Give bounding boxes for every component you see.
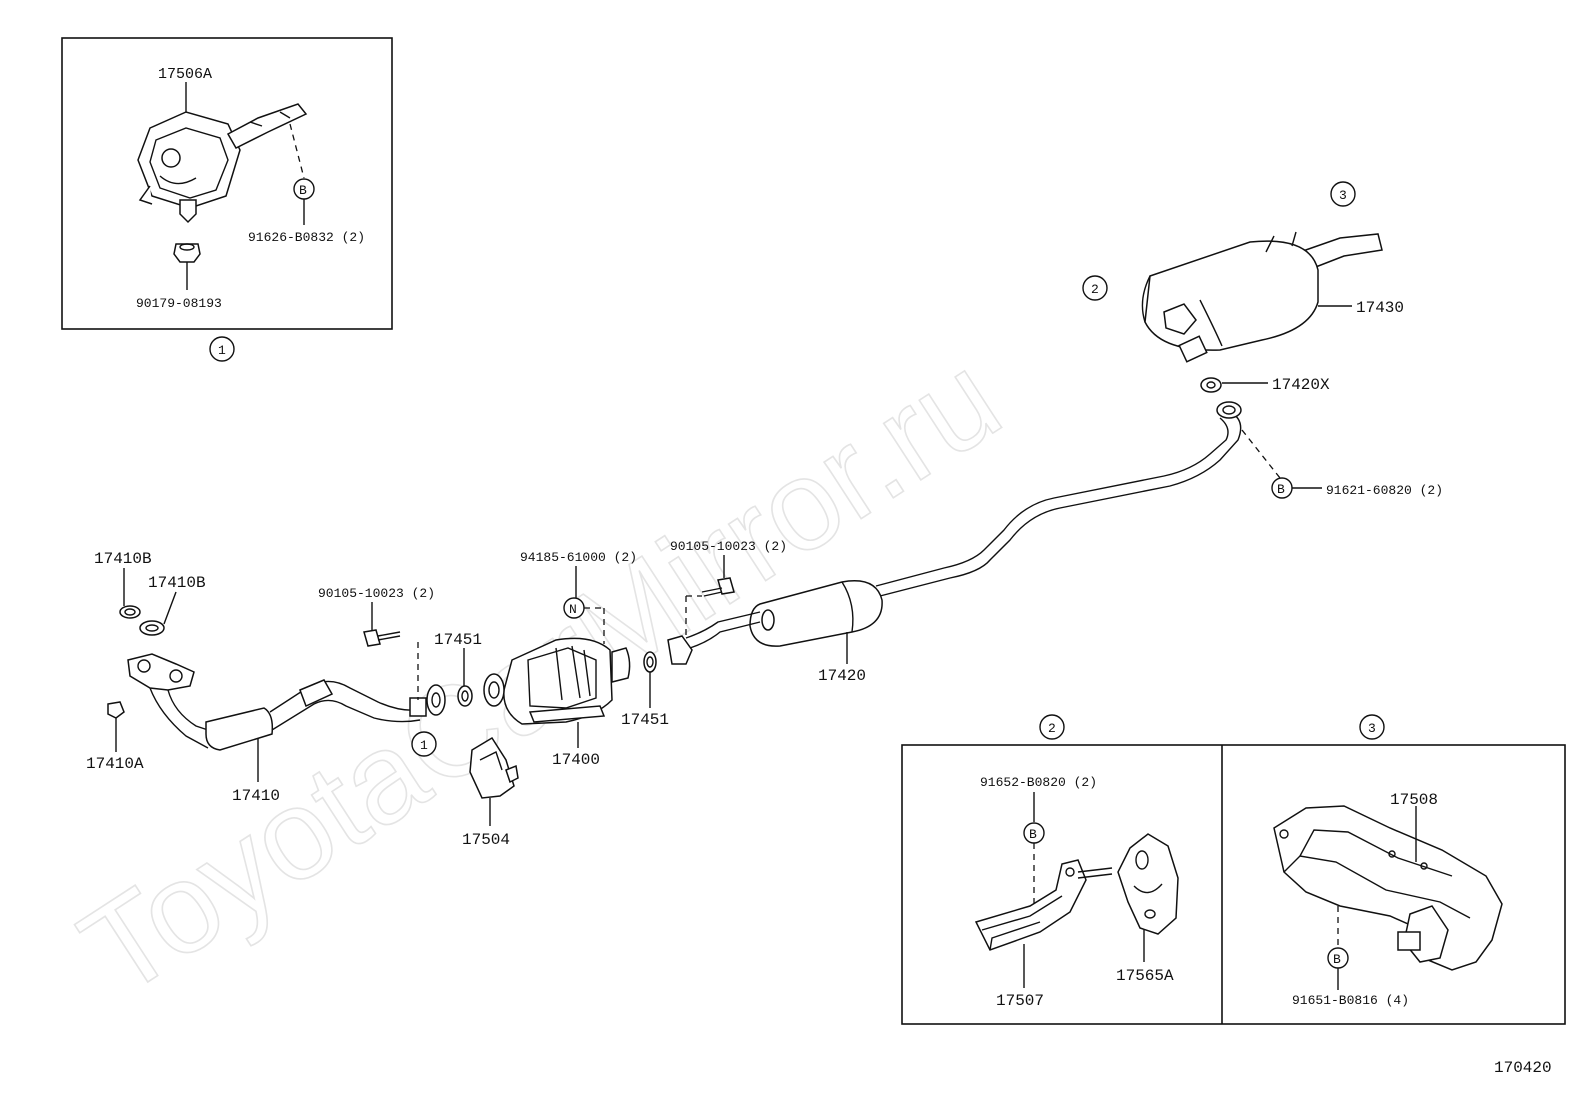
- callout-2-inset-num: 2: [1048, 721, 1056, 736]
- label-91621: 91621-60820 (2): [1326, 483, 1443, 498]
- marker-b-91651-letter: B: [1333, 952, 1341, 967]
- bolt-90105-b[interactable]: [701, 577, 735, 597]
- callout-2-top: [1082, 275, 1108, 301]
- bracket-assembly-17508[interactable]: [1273, 805, 1503, 971]
- bolt-90105-a[interactable]: [363, 629, 401, 647]
- callout-3-top-num: 3: [1339, 188, 1347, 203]
- nut-17410a[interactable]: [107, 701, 125, 719]
- inset-box-2-3: [901, 744, 1566, 1025]
- label-17410A: 17410A: [86, 755, 144, 773]
- gasket-17410b-2[interactable]: [139, 620, 165, 636]
- gasket-17451-a[interactable]: [457, 685, 473, 707]
- marker-n-94185-letter: N: [569, 602, 577, 617]
- tail-muffler-17430[interactable]: [1141, 231, 1383, 363]
- label-17410: 17410: [232, 787, 280, 805]
- gasket-17420x[interactable]: [1200, 377, 1222, 393]
- label-91626: 91626-B0832 (2): [248, 230, 365, 245]
- label-90179: 90179-08193: [136, 296, 222, 311]
- label-17430: 17430: [1356, 299, 1404, 317]
- catalytic-converter-17400[interactable]: [483, 637, 631, 725]
- label-17451-b: 17451: [621, 711, 669, 729]
- center-pipe-17420[interactable]: [667, 401, 1242, 665]
- marker-b-91652-letter: B: [1029, 827, 1037, 842]
- label-17565A: 17565A: [1116, 967, 1174, 985]
- label-17507: 17507: [996, 992, 1044, 1010]
- callout-1-num: 1: [420, 738, 428, 753]
- callout-1: [411, 731, 437, 757]
- callout-3-inset: [1359, 714, 1385, 740]
- marker-b-91621-letter: B: [1277, 482, 1285, 497]
- label-17451-a: 17451: [434, 631, 482, 649]
- inset-box-1: [61, 37, 393, 330]
- label-17410B-1: 17410B: [94, 550, 152, 568]
- hanger-17565a[interactable]: [1117, 833, 1179, 935]
- marker-b-91626-letter: B: [299, 183, 307, 198]
- label-90105-b: 90105-10023 (2): [670, 539, 787, 554]
- label-17508: 17508: [1390, 791, 1438, 809]
- label-17410B-2: 17410B: [148, 574, 206, 592]
- gasket-17410b-1[interactable]: [119, 605, 141, 619]
- gasket-17451-b[interactable]: [643, 651, 657, 673]
- label-17420: 17420: [818, 667, 866, 685]
- label-17504: 17504: [462, 831, 510, 849]
- diagram-code: 170420: [1494, 1059, 1552, 1077]
- callout-1-inset-num: 1: [218, 343, 226, 358]
- label-17506A: 17506A: [158, 66, 212, 83]
- label-94185: 94185-61000 (2): [520, 550, 637, 565]
- callout-3-top: [1330, 181, 1356, 207]
- label-91651: 91651-B0816 (4): [1292, 993, 1409, 1008]
- bracket-17507[interactable]: [974, 859, 1113, 951]
- label-91652: 91652-B0820 (2): [980, 775, 1097, 790]
- nut-90179[interactable]: [173, 243, 201, 263]
- callout-2-top-num: 2: [1091, 282, 1099, 297]
- callout-2-inset: [1039, 714, 1065, 740]
- heat-insulator-17504[interactable]: [469, 736, 519, 799]
- label-17400: 17400: [552, 751, 600, 769]
- hanger-assembly-17506a[interactable]: [137, 103, 308, 224]
- label-17420X: 17420X: [1272, 376, 1330, 394]
- label-90105-a: 90105-10023 (2): [318, 586, 435, 601]
- front-pipe-17410[interactable]: [127, 653, 446, 751]
- callout-3-inset-num: 3: [1368, 721, 1376, 736]
- callout-1-inset: [209, 336, 235, 362]
